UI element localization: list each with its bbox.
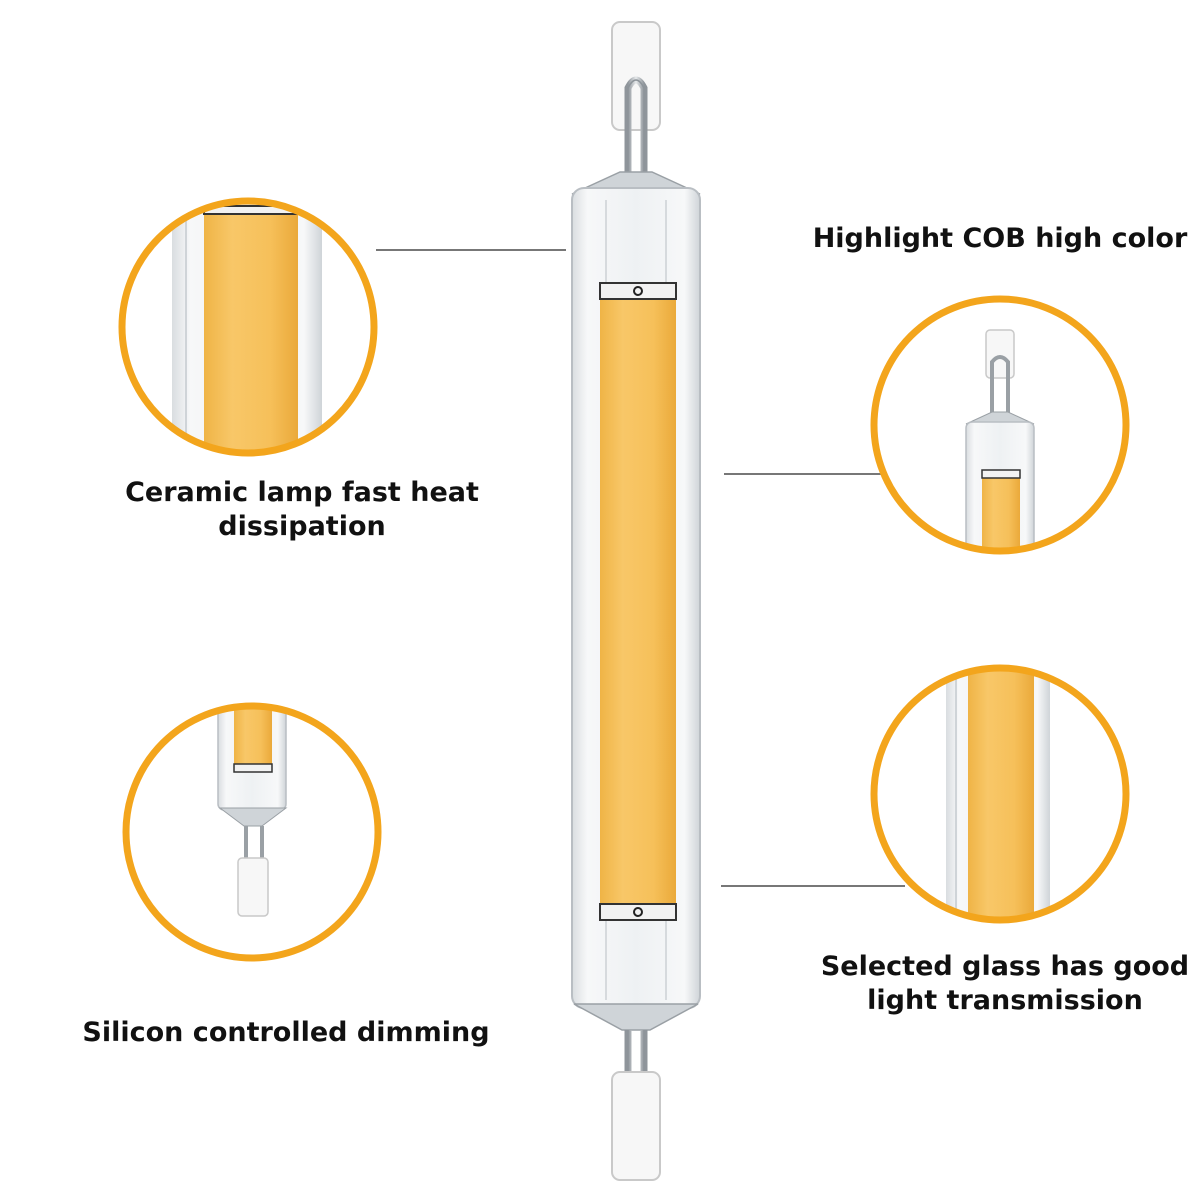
caption-dimming-line-1: Silicon controlled dimming [82, 1017, 490, 1048]
top-ceramic-cap [611, 21, 661, 131]
caption-ceramic-line-1: Ceramic lamp fast heat [125, 477, 479, 508]
caption-cob: Highlight COB high color [800, 222, 1200, 256]
bottom-ceramic-cap [611, 1071, 661, 1181]
zoom-circle-dimming [122, 702, 382, 962]
caption-cob-line-1: Highlight COB high color [812, 223, 1188, 254]
caption-glass-line-1: Selected glass has good [820, 951, 1190, 982]
top-connector [599, 282, 677, 300]
caption-glass: Selected glass has good light transmissi… [810, 950, 1200, 1018]
leader-lines [376, 249, 905, 887]
bottom-metal-cap [573, 1003, 699, 1031]
bottom-connector [599, 903, 677, 921]
main-lamp [571, 21, 701, 1181]
zoom-circle-cob [870, 295, 1130, 555]
caption-ceramic: Ceramic lamp fast heat dissipation [82, 476, 522, 544]
caption-ceramic-line-2: dissipation [218, 511, 386, 542]
caption-glass-line-2: light transmission [867, 985, 1143, 1016]
zoom-circle-ceramic [118, 197, 378, 457]
zoom-circle-glass [870, 664, 1130, 924]
cob-led-strip [600, 298, 676, 904]
caption-dimming: Silicon controlled dimming [66, 1016, 506, 1050]
